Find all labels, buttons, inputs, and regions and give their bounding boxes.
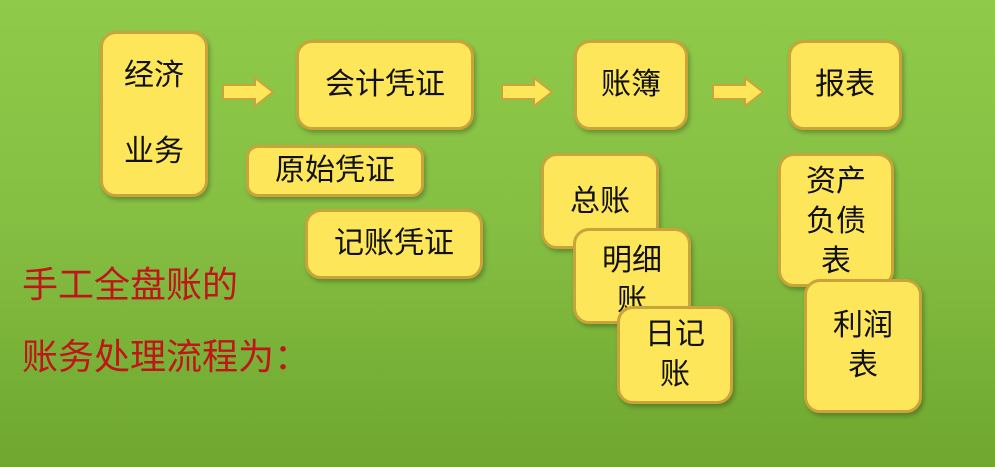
box-bookkeeping-voucher-label: 记账凭证 bbox=[334, 226, 454, 261]
box-balance-sheet-line2: 负债 bbox=[806, 204, 866, 239]
box-report-label: 报表 bbox=[815, 67, 875, 102]
box-income-statement-line1: 利润 bbox=[833, 308, 893, 343]
caption-line1: 手工全盘账的 bbox=[22, 265, 239, 306]
box-economic-business-line2: 业务 bbox=[124, 134, 184, 169]
box-bookkeeping-voucher: 记账凭证 bbox=[305, 209, 483, 279]
box-balance-sheet-line3: 表 bbox=[821, 244, 851, 279]
box-balance-sheet: 资产 负债 表 bbox=[778, 153, 894, 287]
box-detail-ledger-line1: 明细 bbox=[602, 243, 662, 278]
arrow-right-icon bbox=[501, 76, 553, 108]
box-balance-sheet-line1: 资产 bbox=[806, 164, 866, 199]
box-accounting-voucher: 会计凭证 bbox=[296, 40, 474, 130]
box-original-voucher: 原始凭证 bbox=[246, 145, 424, 197]
box-economic-business: 经济 业务 bbox=[100, 31, 208, 197]
box-accounting-voucher-label: 会计凭证 bbox=[325, 67, 445, 102]
box-journal-line2: 账 bbox=[660, 357, 690, 392]
box-general-ledger-label: 总账 bbox=[570, 184, 630, 219]
box-economic-business-line1: 经济 bbox=[124, 58, 184, 93]
box-journal-line1: 日记 bbox=[645, 317, 705, 352]
arrow-right-icon bbox=[222, 76, 274, 108]
box-ledger: 账簿 bbox=[574, 40, 688, 130]
arrow-right-icon bbox=[712, 76, 764, 108]
box-journal: 日记 账 bbox=[617, 306, 733, 404]
box-original-voucher-label: 原始凭证 bbox=[275, 153, 395, 188]
box-income-statement-line2: 表 bbox=[848, 348, 878, 383]
box-income-statement: 利润 表 bbox=[804, 279, 922, 413]
caption-line2: 账务处理流程为： bbox=[22, 337, 311, 378]
box-ledger-label: 账簿 bbox=[601, 67, 661, 102]
box-report: 报表 bbox=[788, 40, 902, 130]
